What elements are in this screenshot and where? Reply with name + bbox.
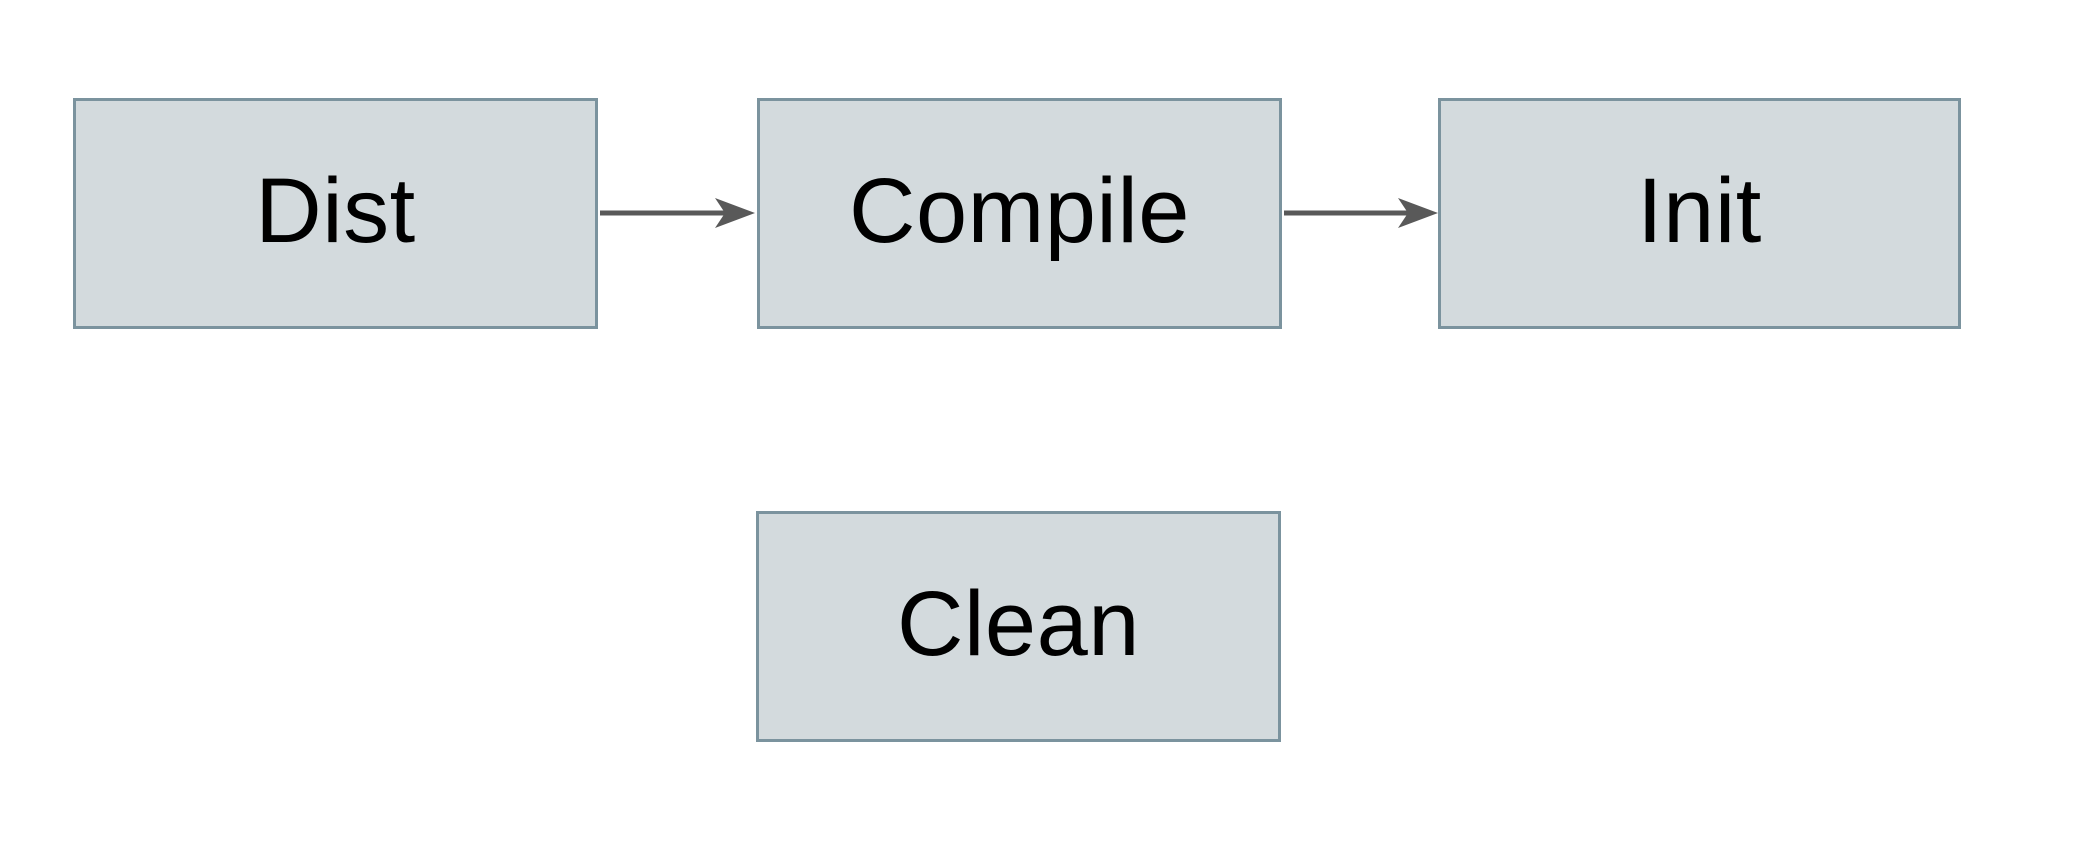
node-compile-label: Compile xyxy=(849,159,1190,262)
node-compile: Compile xyxy=(757,98,1282,329)
node-dist-label: Dist xyxy=(255,159,416,262)
node-dist: Dist xyxy=(73,98,598,329)
node-clean-label: Clean xyxy=(897,572,1140,675)
node-clean: Clean xyxy=(756,511,1281,742)
node-init: Init xyxy=(1438,98,1961,329)
node-init-label: Init xyxy=(1637,159,1762,262)
